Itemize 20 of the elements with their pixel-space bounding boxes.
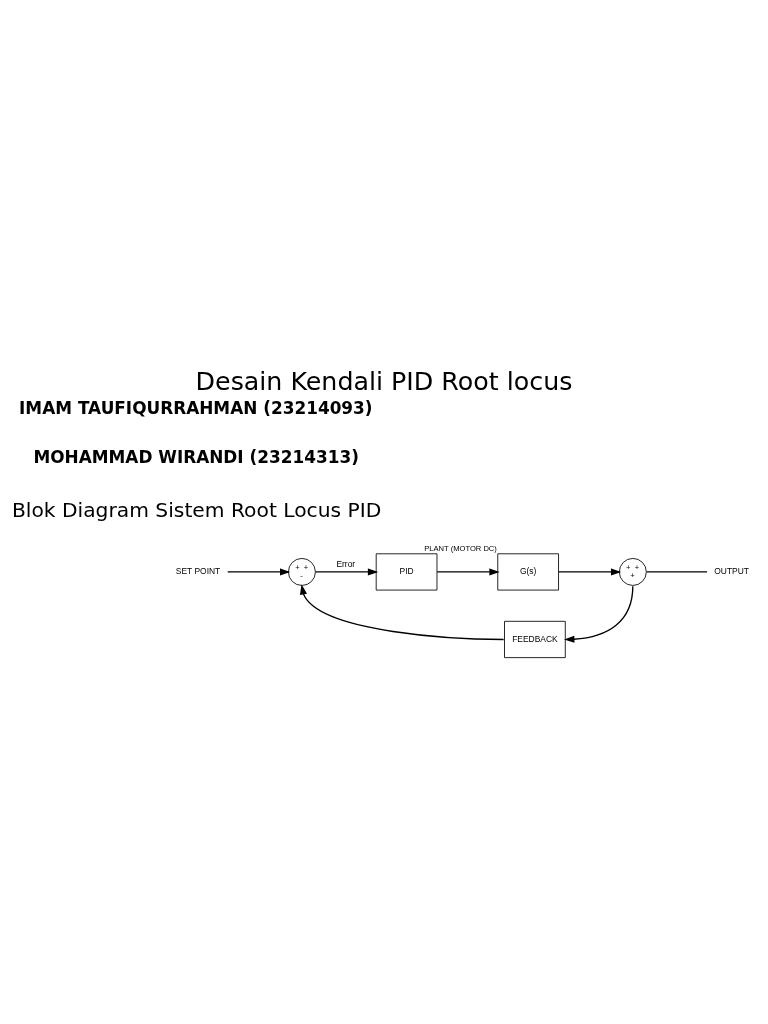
connector bbox=[646, 571, 708, 573]
node-text: OUTPUT bbox=[714, 566, 749, 577]
label: Blok Diagram Sistem Root Locus PID bbox=[11, 497, 382, 522]
diagram-title: Desain Kendali PID Root locus bbox=[195, 366, 573, 397]
arrow bbox=[436, 568, 500, 576]
node-box: G(s) bbox=[497, 553, 559, 591]
node-text: SET POINT bbox=[175, 566, 221, 577]
arrow bbox=[314, 568, 379, 576]
node-circle: + + + bbox=[618, 558, 647, 586]
label: IMAM TAUFIQURRAHMAN (23214093) bbox=[19, 397, 373, 418]
arrow bbox=[227, 568, 291, 576]
node-box: PID bbox=[375, 553, 438, 591]
arrow bbox=[299, 584, 505, 641]
label: MOHAMMAD WIRANDI (23214313) bbox=[33, 447, 359, 468]
edge-label: Error bbox=[336, 558, 356, 569]
node-circle: + + - bbox=[287, 558, 316, 586]
arrow bbox=[558, 568, 622, 576]
node-label: PLANT (MOTOR DC) bbox=[424, 544, 497, 554]
node-box: FEEDBACK bbox=[504, 620, 566, 659]
arrow bbox=[564, 585, 634, 643]
